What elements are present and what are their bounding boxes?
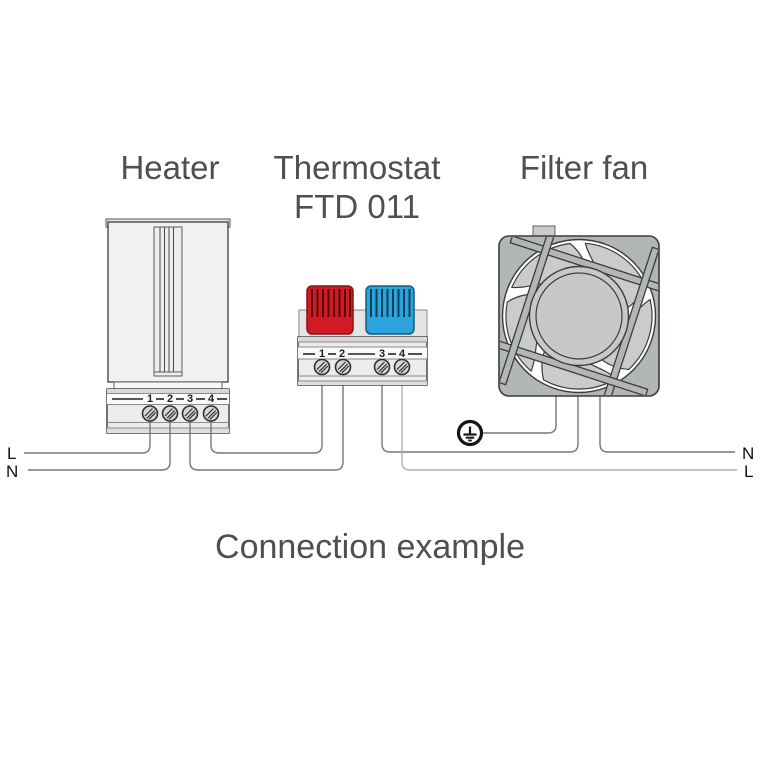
supply-left-line-label: L — [7, 444, 17, 463]
thermostat-knob-red — [306, 285, 354, 335]
wire-thermostat-3-to-fan — [381, 367, 579, 453]
heater-terminal-4: 4 — [207, 392, 215, 405]
thermostat-knob-blue — [365, 285, 415, 335]
wire-heater-4-to-thermostat-1 — [210, 367, 323, 454]
supply-right-neutral-label: N — [742, 444, 755, 463]
heater-fin-channel — [153, 226, 183, 377]
fan-hub-inner — [535, 272, 623, 360]
filter-fan-label: Filter fan — [519, 149, 649, 186]
heater-label: Heater — [120, 149, 220, 186]
heater-base-strip — [113, 381, 223, 390]
heater-terminal-1: 1 — [146, 392, 154, 405]
thermostat-label: Thermostat — [273, 149, 441, 186]
heater-terminal-2: 2 — [166, 392, 174, 405]
wire-fan-to-neutral-right — [599, 396, 735, 453]
thermostat-terminal-4: 4 — [398, 347, 406, 360]
thermostat-model-label: FTD 011 — [294, 188, 420, 225]
supply-left-neutral-label: N — [6, 462, 19, 481]
wiring — [24, 367, 737, 471]
thermostat-terminal-1: 1 — [318, 347, 326, 360]
fan-guard-struts — [500, 237, 658, 395]
wire-thermostat-4-to-line-right — [401, 367, 737, 471]
earth-ground-icon — [456, 419, 484, 447]
heater-illustration — [105, 218, 231, 434]
heater-terminal-3: 3 — [186, 392, 194, 405]
wire-heater-3-to-thermostat-2 — [189, 367, 344, 471]
thermostat-terminal-2: 2 — [338, 347, 346, 360]
wire-neutral-to-heater-2 — [28, 414, 171, 471]
thermostat-terminal-3: 3 — [378, 347, 386, 360]
diagram-title: Connection example — [215, 528, 525, 566]
supply-right-line-label: L — [744, 462, 754, 481]
wire-fan-to-earth — [482, 396, 557, 434]
wire-line-to-heater-1 — [24, 414, 151, 454]
filter-fan-illustration — [498, 225, 660, 397]
